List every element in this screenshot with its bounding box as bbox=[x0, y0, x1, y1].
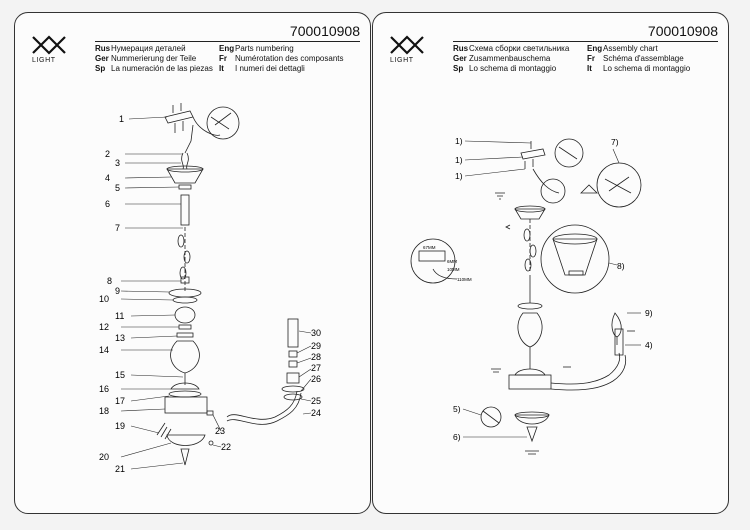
part-label: 1 bbox=[119, 114, 124, 124]
step-label: 4) bbox=[645, 340, 653, 350]
product-code: 700010908 bbox=[289, 23, 360, 39]
step-label: 1) bbox=[455, 171, 463, 181]
part-label: 27 bbox=[311, 363, 321, 373]
header-row-eng: EngParts numbering bbox=[219, 44, 294, 53]
part-label: 29 bbox=[311, 341, 321, 351]
brand-logo-icon bbox=[390, 35, 424, 55]
part-label: 17 bbox=[115, 396, 125, 406]
part-label: 9 bbox=[115, 286, 120, 296]
part-rod bbox=[180, 194, 190, 226]
product-code: 700010908 bbox=[647, 23, 718, 39]
warning-icon bbox=[580, 184, 598, 194]
part-label: 23 bbox=[215, 426, 225, 436]
part-label: 22 bbox=[221, 442, 231, 452]
part-label: 20 bbox=[99, 452, 109, 462]
header-row-rus: RusСхема сборки светильника bbox=[453, 44, 570, 53]
part-label: 4 bbox=[105, 173, 110, 183]
part-label: 14 bbox=[99, 345, 109, 355]
part-label: 5 bbox=[115, 183, 120, 193]
dimension-label: 6MM bbox=[447, 259, 457, 264]
step-label: 8) bbox=[617, 261, 625, 271]
part-label: 16 bbox=[99, 384, 109, 394]
step-label: 7) bbox=[611, 137, 619, 147]
part-label: 7 bbox=[115, 223, 120, 233]
part-label: 19 bbox=[115, 421, 125, 431]
part-label: 25 bbox=[311, 396, 321, 406]
part-label: 21 bbox=[115, 464, 125, 474]
part-body bbox=[164, 396, 208, 414]
part-label: 28 bbox=[311, 352, 321, 362]
part-label: 15 bbox=[115, 370, 125, 380]
part-label: 12 bbox=[99, 322, 109, 332]
part-label: 3 bbox=[115, 158, 120, 168]
parts-numbering-sheet: LIGHT 700010908 RusНумерация деталей Ger… bbox=[14, 12, 371, 514]
dimension-label: 110MM bbox=[457, 277, 472, 282]
part-label: 11 bbox=[115, 311, 124, 321]
assembly-chart-sheet: LIGHT 700010908 RusСхема сборки светильн… bbox=[372, 12, 729, 514]
part-label: 10 bbox=[99, 294, 109, 304]
header-rule bbox=[453, 41, 718, 42]
step-label: 1) bbox=[455, 155, 463, 165]
part-candle bbox=[287, 318, 299, 348]
part-arm bbox=[226, 390, 302, 425]
dimension-label: 67MM bbox=[423, 245, 436, 250]
step-label: 9) bbox=[645, 308, 653, 318]
header-rule bbox=[95, 41, 360, 42]
part-label: 24 bbox=[311, 408, 321, 418]
logo-text: LIGHT bbox=[390, 57, 414, 64]
dimension-label: 10MM bbox=[447, 267, 460, 272]
part-label: 30 bbox=[311, 328, 321, 338]
part-bowl bbox=[166, 434, 206, 446]
part-label: 2 bbox=[105, 149, 110, 159]
part-label: 8 bbox=[107, 276, 112, 286]
part-mounting-bracket bbox=[164, 103, 240, 140]
logo-text: LIGHT bbox=[32, 57, 56, 64]
part-label: 18 bbox=[99, 406, 109, 416]
step-label: 1) bbox=[455, 136, 463, 146]
header-row-eng: EngAssembly chart bbox=[587, 44, 658, 53]
step-label: 5) bbox=[453, 404, 461, 414]
header-row-rus: RusНумерация деталей bbox=[95, 44, 186, 53]
part-vase bbox=[170, 340, 200, 374]
part-canopy bbox=[166, 168, 204, 184]
candle-bulb-icon bbox=[611, 312, 622, 338]
brand-logo-icon bbox=[32, 35, 66, 55]
exploded-parts-diagram: 1 2 3 4 5 6 7 8 9 10 11 12 13 14 15 16 1… bbox=[99, 103, 321, 474]
part-label: 26 bbox=[311, 374, 321, 384]
part-label: 6 bbox=[105, 199, 110, 209]
step-label: 6) bbox=[453, 432, 461, 442]
part-label: 13 bbox=[115, 333, 125, 343]
assembly-diagram: 1) 1) 1) 7) 8) 9) 4) 5) 6) 67MM 6MM 10MM… bbox=[410, 136, 653, 455]
